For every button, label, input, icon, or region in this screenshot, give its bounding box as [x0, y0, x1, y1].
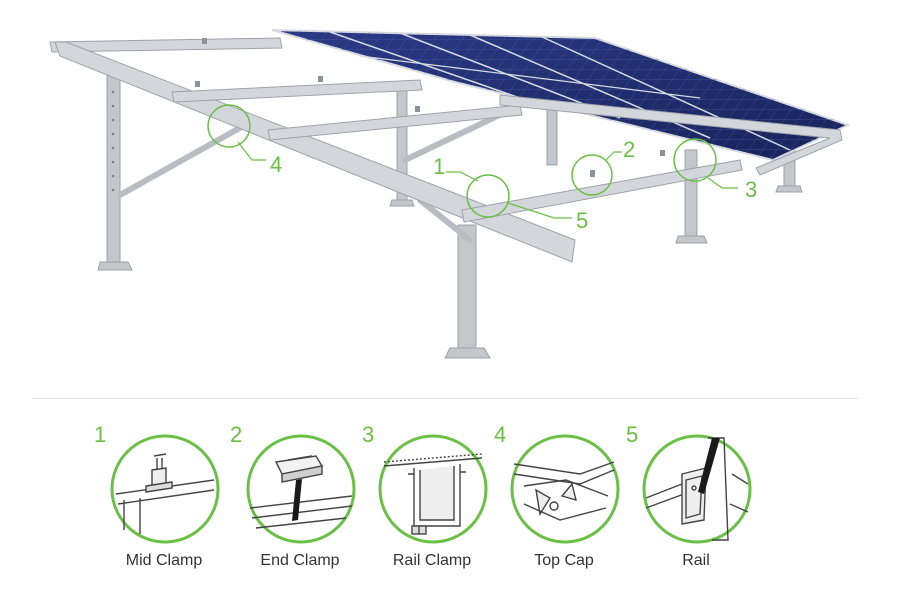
callout-number-2: 2 — [623, 137, 635, 162]
callout-number-3: 3 — [745, 177, 757, 202]
part-top-cap: 4 Top Cap — [494, 420, 634, 580]
part-rail-clamp: 3 Rail Clamp — [362, 420, 502, 580]
callout-number-1: 1 — [433, 154, 445, 179]
part-number: 4 — [494, 424, 506, 446]
mid-clamp-icon — [110, 434, 220, 544]
callout-number-5: 5 — [576, 208, 588, 233]
callout-number-4: 4 — [270, 152, 282, 177]
rail-clamp-icon — [378, 434, 488, 544]
part-number: 1 — [94, 424, 106, 446]
part-label: Rail — [626, 552, 766, 570]
ground-mount-structure-illustration: 1 2 3 4 5 — [0, 0, 900, 395]
part-number: 3 — [362, 424, 374, 446]
part-label: Rail Clamp — [362, 552, 502, 570]
part-end-clamp: 2 End Clamp — [230, 420, 370, 580]
part-label: End Clamp — [230, 552, 370, 570]
solar-panel-array — [272, 30, 848, 160]
part-number: 5 — [626, 424, 638, 446]
top-cap-icon — [510, 434, 620, 544]
part-label: Mid Clamp — [94, 552, 234, 570]
rail-icon — [642, 434, 752, 544]
part-mid-clamp: 1 Mid Clamp — [94, 420, 234, 580]
part-rail: 5 Rail — [626, 420, 766, 580]
part-label: Top Cap — [494, 552, 634, 570]
section-divider — [32, 398, 858, 399]
part-number: 2 — [230, 424, 242, 446]
end-clamp-icon — [246, 434, 356, 544]
